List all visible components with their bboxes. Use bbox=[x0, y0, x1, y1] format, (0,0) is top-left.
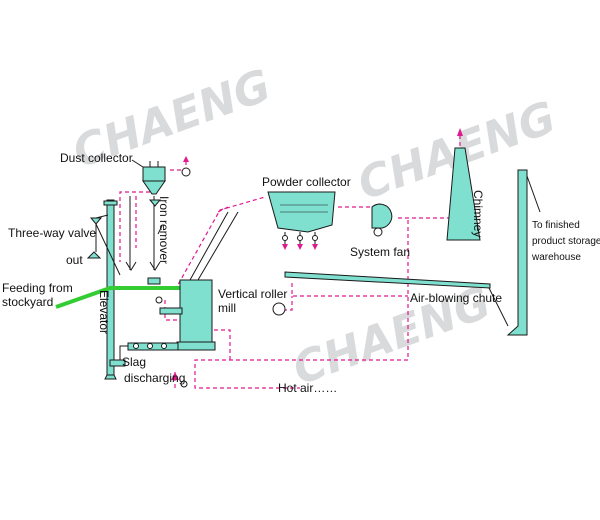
iron-remover-icon bbox=[147, 277, 161, 285]
label-dust-collector: Dust collector bbox=[60, 151, 133, 165]
label-feeding-line1: Feeding from bbox=[2, 281, 73, 295]
mill-feeder bbox=[159, 307, 183, 315]
dust-collector-body bbox=[142, 166, 166, 182]
three-way-valve bbox=[86, 214, 121, 276]
dust-collector bbox=[131, 156, 191, 195]
label-three-way-valve: Three-way valve bbox=[8, 226, 96, 240]
three-way-valve-icon bbox=[89, 217, 103, 225]
warehouse-conveyor-body bbox=[506, 169, 528, 336]
out-chute-icon bbox=[86, 251, 102, 259]
label-vertical-roller-line2: mill bbox=[218, 301, 236, 315]
label-iron-remover: Iron remover bbox=[157, 196, 171, 264]
label-elevator: Elevator bbox=[97, 290, 111, 334]
label-system-fan: System fan bbox=[350, 245, 410, 259]
airflow-lines bbox=[119, 134, 461, 389]
chimney bbox=[446, 128, 481, 241]
mill-body bbox=[179, 279, 213, 343]
warehouse-conveyor bbox=[488, 169, 541, 336]
dust-collector-hopper bbox=[142, 180, 166, 195]
label-slag-line1: Slag bbox=[122, 355, 146, 369]
system-fan bbox=[371, 203, 393, 237]
label-hot-air: Hot air…… bbox=[278, 381, 337, 395]
label-to-finished-line2: product storage bbox=[532, 236, 600, 247]
air-blowing-chute bbox=[272, 271, 491, 316]
fan-motor-icon bbox=[373, 227, 383, 237]
slag-conveyor bbox=[109, 342, 179, 367]
label-slag-line2: discharging bbox=[124, 371, 185, 385]
vertical-roller-mill bbox=[155, 211, 239, 351]
label-feeding-line2: stockyard bbox=[2, 295, 53, 309]
label-air-blowing-chute: Air-blowing chute bbox=[410, 291, 502, 305]
label-vertical-roller-line1: Vertical roller bbox=[218, 287, 287, 301]
label-to-finished-line1: To finished bbox=[532, 220, 580, 231]
label-out: out bbox=[66, 253, 83, 267]
chute-body bbox=[284, 271, 491, 289]
feed-belt bbox=[55, 286, 185, 309]
chute-fan-icon bbox=[272, 302, 286, 316]
label-to-finished-line3: warehouse bbox=[531, 252, 581, 263]
dust-fan-icon bbox=[181, 167, 191, 177]
powder-collector bbox=[267, 191, 336, 250]
iron-remover bbox=[125, 196, 163, 285]
label-chimney: Chimney bbox=[471, 190, 485, 237]
system-fan-body bbox=[371, 203, 393, 229]
hot-air-valve-icon bbox=[180, 380, 188, 388]
label-powder-collector: Powder collector bbox=[262, 175, 351, 189]
chimney-body bbox=[446, 147, 481, 241]
